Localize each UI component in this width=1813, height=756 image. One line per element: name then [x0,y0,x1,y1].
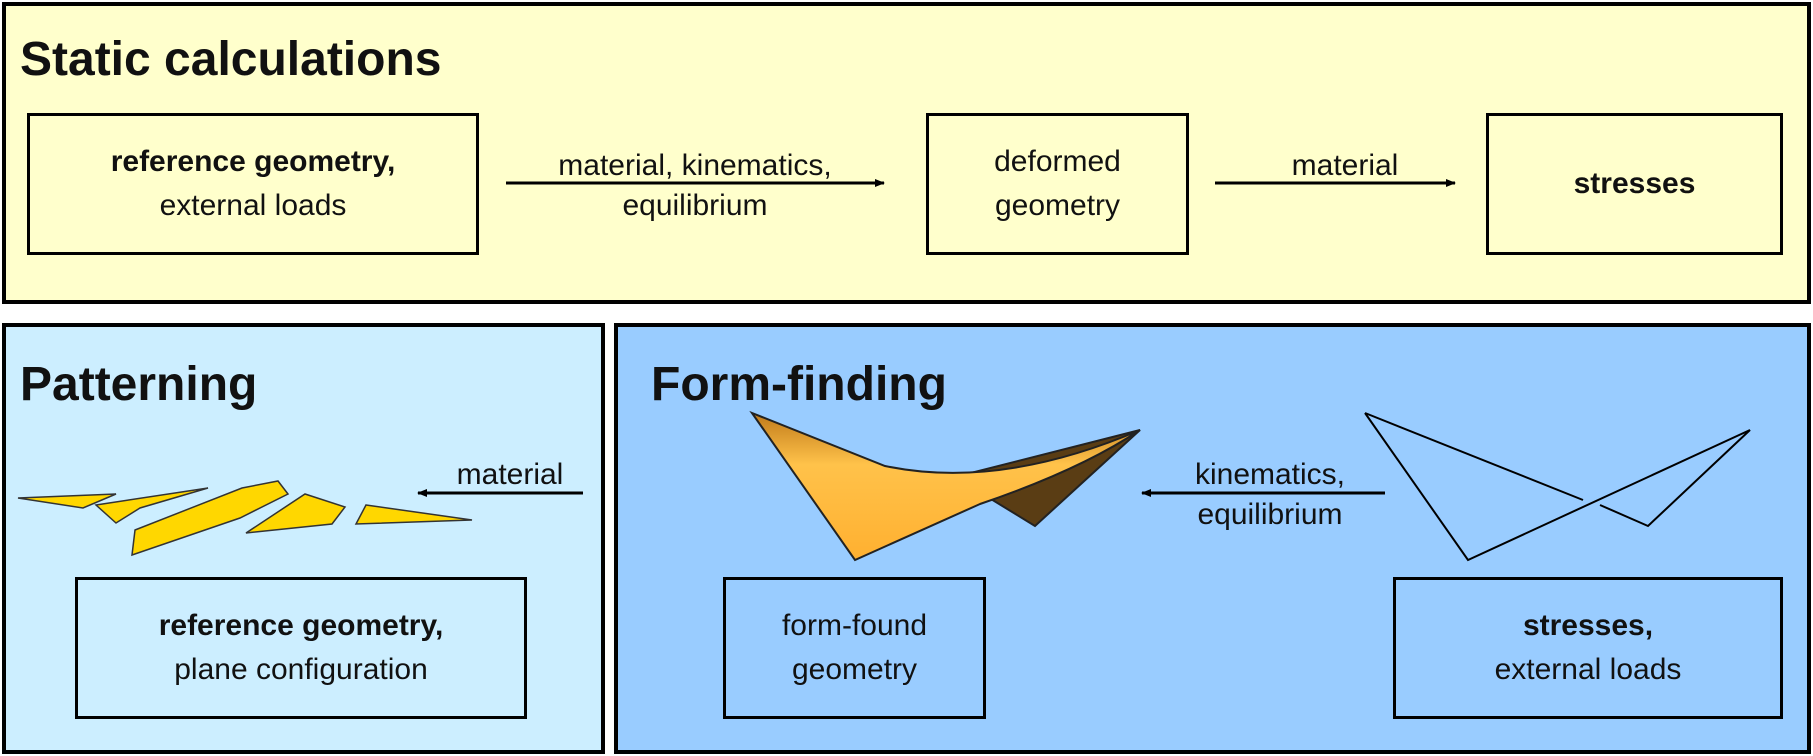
deformed-label: deformed [994,145,1121,178]
pattern-piece-4 [245,493,347,534]
pattern-piece-2 [94,487,209,524]
patterning-panel [2,323,605,754]
plane-reference-geometry-box: reference geometry, plane configuration [75,577,527,719]
equilibrium-label: equilibrium [1197,498,1343,531]
arrow1-label-line2: equilibrium [622,189,768,222]
reference-geometry-box: reference geometry, external loads [27,113,479,255]
plane-configuration-label: plane configuration [174,653,428,686]
form-finding-arrow-label: kinematics, equilibrium [1170,455,1370,535]
form-found-surface [749,410,1141,562]
deformed-geometry-box: deformed geometry [926,113,1189,255]
patterning-title: Patterning [20,358,258,411]
patterning-arrow-label: material [456,458,564,491]
stresses-box: stresses [1486,113,1783,255]
pattern-piece-3 [131,480,290,557]
wireframe-geometry [1364,412,1751,562]
arrow2-label: material [1291,149,1399,182]
form-found-geometry-box: form-found geometry [723,577,986,719]
geometry-label: geometry [994,189,1121,222]
pattern-piece-1 [17,493,117,509]
form-found-label: form-found [781,609,928,642]
plane-reference-geometry-label: reference geometry, [158,609,444,642]
arrow1-label-line1: material, kinematics, [558,149,832,182]
pattern-piece-5 [354,504,473,525]
pattern-pieces [17,480,473,557]
stresses-loads-box: stresses, external loads [1393,577,1783,719]
stresses-label: stresses [1573,167,1696,200]
stresses-comma-label: stresses, [1522,609,1654,642]
kinematics-label: kinematics, [1194,458,1346,491]
form-finding-title: Form-finding [651,358,947,411]
static-calculations-title: Static calculations [20,33,442,86]
external-loads-ff-label: external loads [1494,653,1682,686]
arrow1-label: material, kinematics, equilibrium [500,146,890,226]
form-finding-panel [614,323,1811,754]
form-found-geometry-label: geometry [791,653,918,686]
reference-geometry-label: reference geometry, [110,145,396,178]
external-loads-label: external loads [159,189,347,222]
